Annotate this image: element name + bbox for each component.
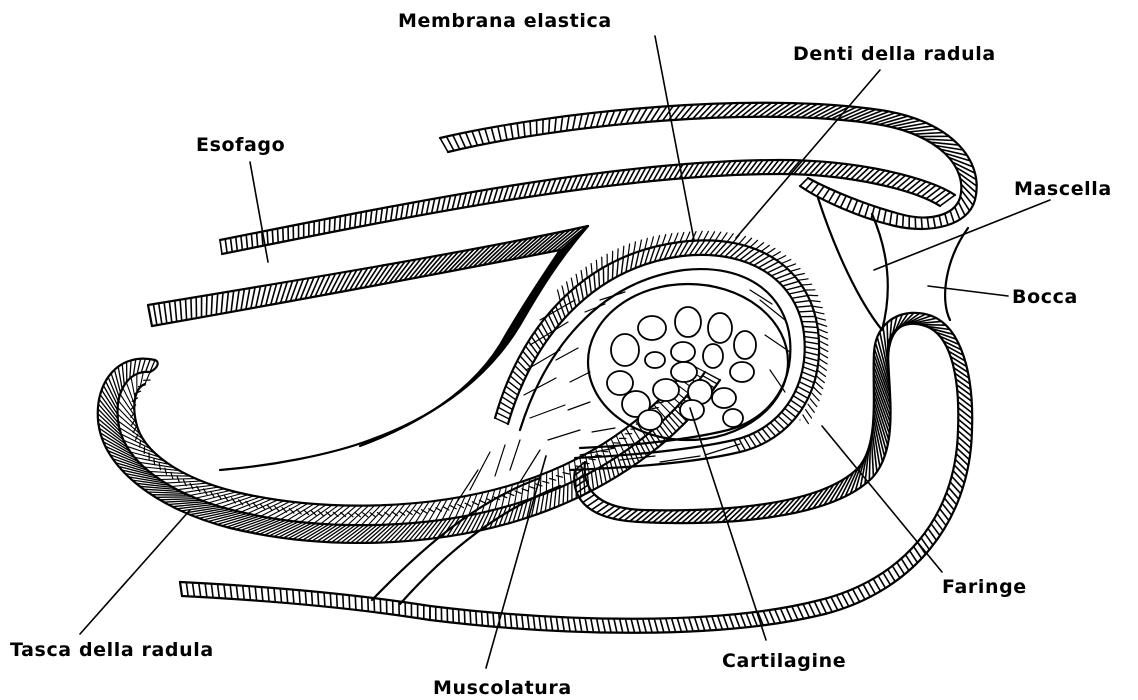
leader-denti — [736, 70, 880, 238]
label-cartilagine: Cartilagine — [722, 650, 846, 672]
esophagus-wall — [220, 160, 955, 254]
leader-tasca — [80, 510, 190, 634]
label-bocca: Bocca — [1012, 286, 1078, 308]
left-duct-wall — [148, 226, 588, 470]
label-esofago: Esofago — [196, 134, 285, 156]
label-tasca-della-radula: Tasca della radula — [10, 639, 214, 661]
muscle-strand-2 — [400, 486, 560, 604]
leader-bocca — [928, 286, 1008, 296]
upper-outer-wall — [440, 103, 977, 229]
mouth-edge — [945, 228, 968, 320]
label-faringe: Faringe — [942, 576, 1027, 598]
label-membrana-elastica: Membrana elastica — [398, 10, 612, 32]
label-mascella: Mascella — [1014, 178, 1112, 200]
bottom-wall — [180, 582, 430, 620]
pharynx-wall — [430, 313, 972, 633]
label-muscolatura: Muscolatura — [433, 677, 572, 699]
cartilage — [588, 284, 788, 440]
label-denti-della-radula: Denti della radula — [793, 43, 996, 65]
leader-cartilagine — [690, 408, 766, 640]
leader-membrana — [655, 36, 694, 240]
